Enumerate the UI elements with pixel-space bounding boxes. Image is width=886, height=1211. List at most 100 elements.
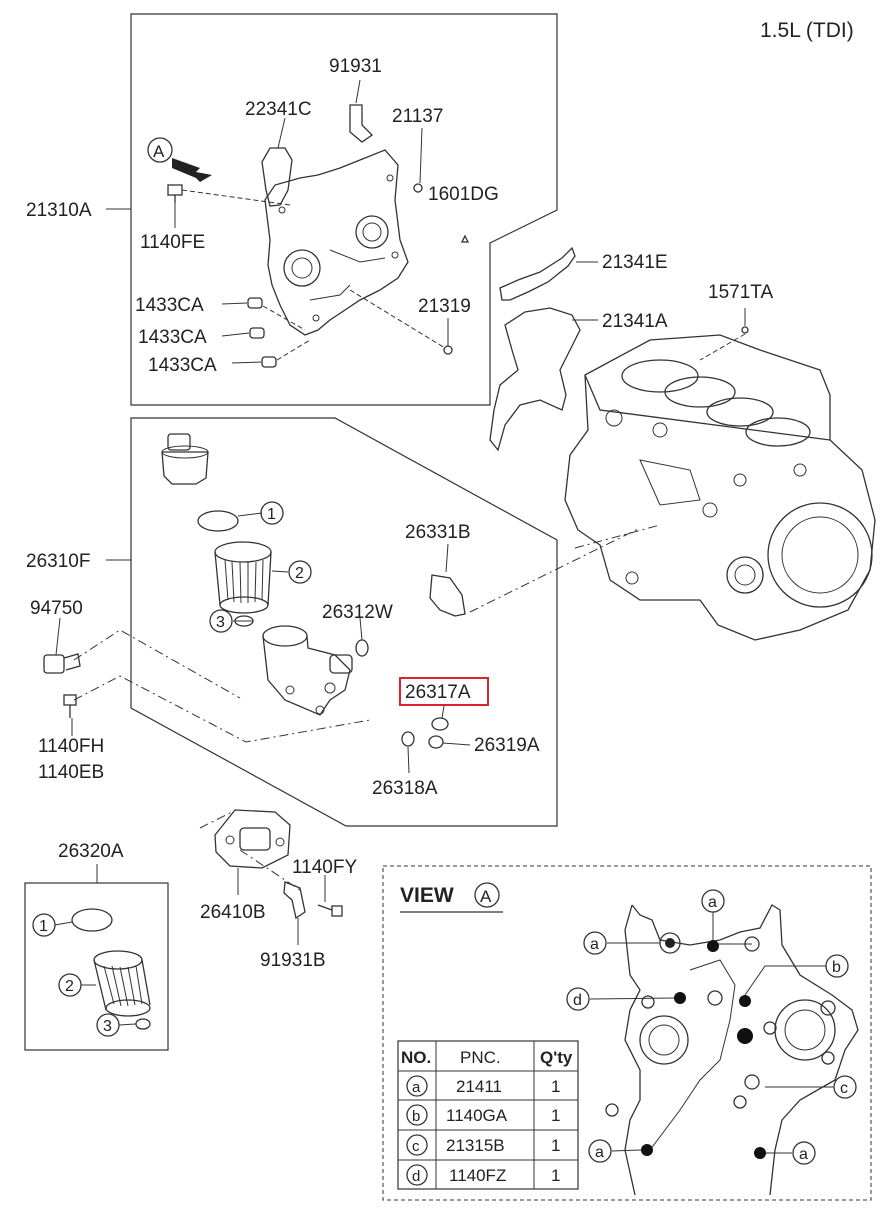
callout-91931: 91931 — [329, 56, 382, 77]
o-ring-26312W[interactable] — [355, 639, 369, 657]
table-header-no: NO. — [401, 1048, 431, 1067]
view-letter-d-text: d — [573, 992, 582, 1009]
callout-22341C: 22341C — [245, 99, 312, 120]
table-row-1-qty: 1 — [551, 1077, 560, 1096]
view-letter-b: b — [825, 954, 849, 978]
oil-cooler-26410B[interactable] — [214, 809, 291, 869]
oil-filter-frame — [130, 417, 558, 827]
gasket-21341E[interactable] — [499, 246, 576, 301]
dowel-1433CA-3[interactable] — [261, 356, 277, 368]
view-title-marker: A — [480, 887, 492, 906]
filter-element-2[interactable] — [214, 541, 272, 614]
callout-26331B: 26331B — [405, 522, 471, 543]
bolt-1571TA[interactable] — [741, 326, 749, 334]
table-row-3-pnc: 21315B — [446, 1136, 505, 1155]
view-letter-a-1-text: a — [590, 936, 599, 953]
view-title: VIEW — [400, 884, 454, 907]
o-ring-1[interactable] — [197, 510, 239, 532]
callout-1601DG: 1601DG — [428, 184, 499, 205]
table-row-3-no: c — [412, 1138, 420, 1155]
o-ring-26318A[interactable] — [401, 731, 415, 747]
table-row-4-pnc: 1140FZ — [449, 1166, 506, 1185]
ref-circle-3: 3 — [209, 609, 233, 633]
callout-21341E: 21341E — [602, 252, 668, 273]
bolt-1140FE[interactable] — [167, 184, 183, 203]
callout-91931B: 91931B — [260, 950, 326, 971]
view-letter-a-4-text: a — [799, 1146, 808, 1163]
callout-1140FE: 1140FE — [140, 232, 205, 253]
view-letter-a-2: a — [701, 889, 725, 913]
callout-1140FH: 1140FH — [38, 736, 104, 757]
callout-1433CA-2: 1433CA — [138, 327, 207, 348]
callout-26319A: 26319A — [474, 735, 540, 756]
table-row-4-qty: 1 — [551, 1166, 560, 1185]
callout-21341A: 21341A — [602, 311, 668, 332]
callout-26320A: 26320A — [58, 841, 124, 862]
gasket-26331B[interactable] — [429, 574, 466, 617]
filter-cap[interactable] — [161, 433, 209, 485]
ref-1-text: 1 — [267, 506, 276, 523]
filter-housing[interactable] — [262, 625, 353, 716]
view-letter-b-text: b — [832, 959, 841, 976]
bracket-22341C[interactable] — [261, 147, 293, 207]
kit-o-ring-1[interactable] — [71, 908, 113, 932]
kit-o-ring-3[interactable] — [135, 1018, 151, 1030]
table-header-qty: Q'ty — [540, 1048, 573, 1067]
callout-26317A[interactable]: 26317A — [405, 682, 471, 703]
bolt-1140FH[interactable] — [63, 694, 77, 718]
callout-1140EB: 1140EB — [38, 762, 104, 783]
callout-1140FY: 1140FY — [292, 857, 357, 878]
timing-cover[interactable] — [264, 149, 409, 336]
view-letter-a-2-text: a — [708, 894, 717, 911]
bracket-91931[interactable] — [349, 104, 374, 143]
kit-ref-3-text: 3 — [103, 1018, 112, 1035]
callout-21310A: 21310A — [26, 200, 92, 221]
view-a-box — [382, 865, 872, 1201]
ref-3-text: 3 — [216, 614, 225, 631]
view-letter-c: c — [833, 1075, 857, 1099]
view-a-cover — [605, 904, 859, 1196]
kit-filter-element-2[interactable] — [93, 950, 151, 1017]
bolt-21319[interactable] — [443, 345, 453, 355]
kit-ref-circle-1: 1 — [32, 913, 56, 937]
seal-21137[interactable] — [413, 183, 423, 193]
callout-26410B: 26410B — [200, 902, 266, 923]
dowel-1433CA-2[interactable] — [249, 327, 265, 339]
o-ring-26319A[interactable] — [428, 735, 444, 749]
ref-circle-1: 1 — [260, 501, 284, 525]
table-row-2-pnc: 1140GA — [446, 1106, 508, 1125]
table-row-2-no: b — [412, 1108, 420, 1125]
view-letter-c-text: c — [840, 1080, 848, 1097]
callout-21319: 21319 — [418, 296, 471, 317]
dowel-1433CA-1[interactable] — [247, 297, 263, 309]
view-letter-a-3: a — [588, 1139, 612, 1163]
dash-line-4 — [73, 675, 371, 743]
dash-line-5 — [199, 811, 301, 891]
gasket-21341A[interactable] — [489, 307, 581, 452]
callout-94750: 94750 — [30, 598, 83, 619]
callout-1571TA: 1571TA — [708, 282, 773, 303]
engine-label: 1.5L (TDI) — [760, 19, 854, 42]
view-a-marker-top: A — [153, 142, 165, 161]
table-row-4-no: d — [412, 1168, 420, 1185]
dash-line-2 — [574, 524, 661, 549]
table-row-1-no: a — [412, 1079, 421, 1096]
dash-line-3 — [73, 629, 241, 699]
view-a-arrow: A — [147, 137, 212, 182]
gasket-26317A[interactable] — [431, 717, 449, 731]
callout-21137: 21137 — [392, 106, 443, 127]
callout-1433CA-1: 1433CA — [135, 295, 204, 316]
table-header-pnc: PNC. — [460, 1048, 501, 1067]
callout-1433CA-3: 1433CA — [148, 355, 217, 376]
sealant-1601DG[interactable] — [460, 234, 470, 243]
callout-26312W: 26312W — [322, 602, 393, 623]
kit-ref-2-text: 2 — [65, 978, 74, 995]
view-letter-a-1: a — [583, 931, 607, 955]
bracket-91931B[interactable] — [283, 881, 306, 920]
bolt-1140FY[interactable] — [317, 904, 343, 917]
kit-ref-circle-2: 2 — [58, 973, 82, 997]
dash-line-1 — [469, 527, 641, 613]
oil-pressure-switch-94750[interactable] — [43, 653, 81, 674]
table-row-2-qty: 1 — [551, 1106, 560, 1125]
engine-block[interactable] — [564, 334, 876, 641]
